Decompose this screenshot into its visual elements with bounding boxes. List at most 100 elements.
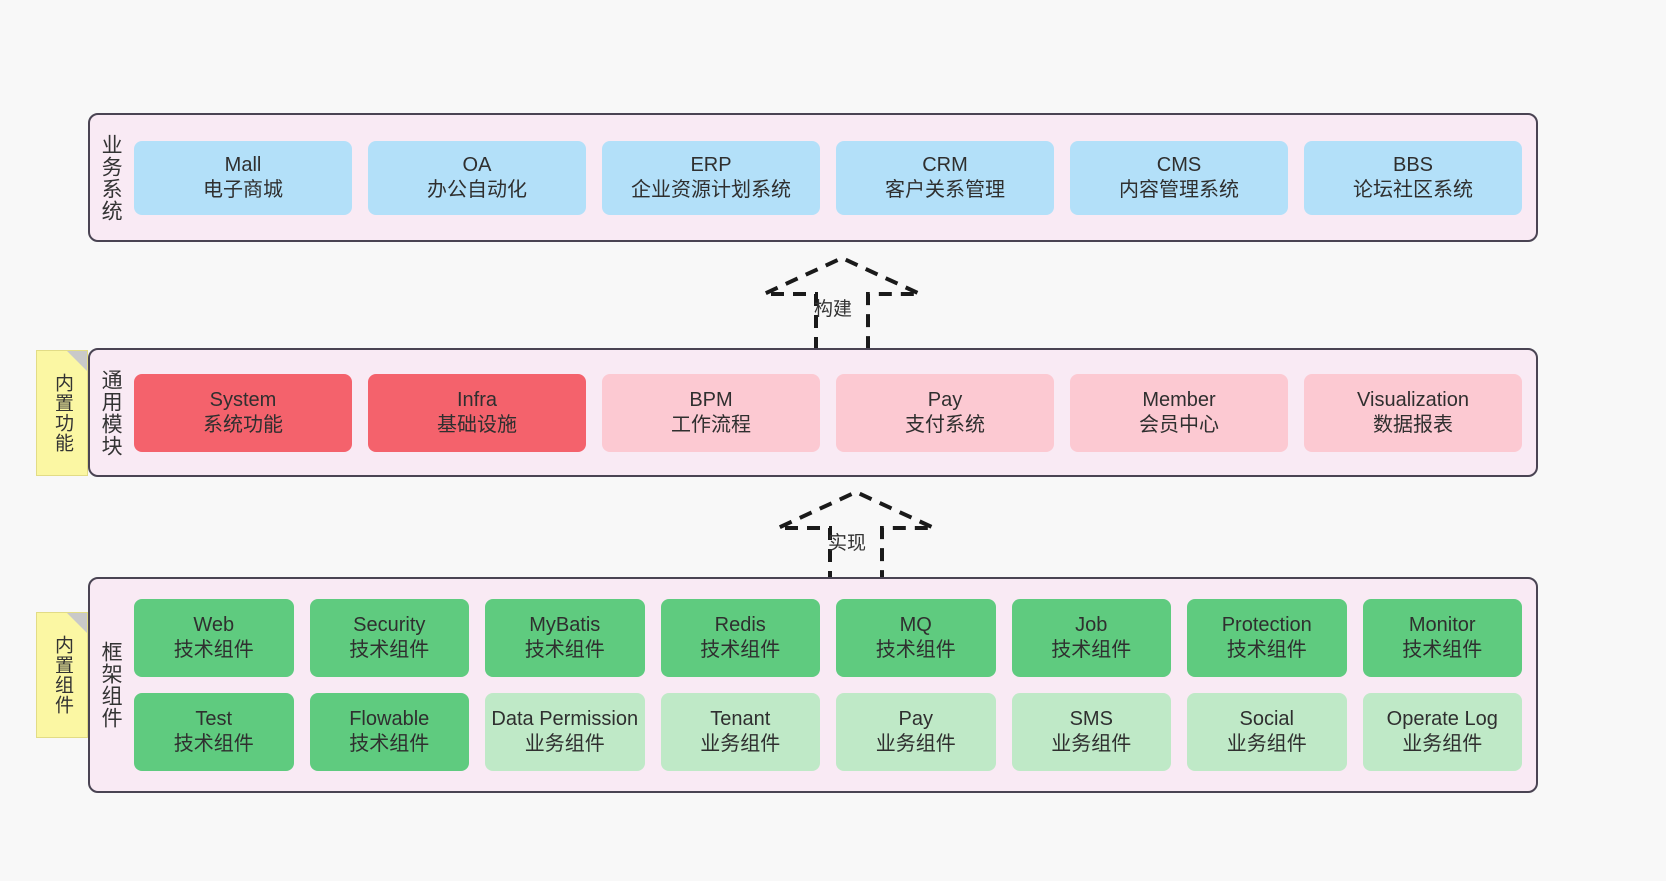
component-desc: 技术组件 (1226, 639, 1307, 661)
component-row: Web 技术组件 Security 技术组件 MyBatis 技术组件 Redi… (134, 599, 1522, 677)
component-desc: 系统功能 (203, 413, 283, 436)
component-desc: 内容管理系统 (1119, 178, 1239, 201)
relation-arrow-implement: 实现 (770, 489, 942, 584)
component-box-cms[interactable]: CMS 内容管理系统 (1070, 140, 1288, 215)
component-desc: 办公自动化 (427, 178, 527, 201)
component-row: System 系统功能 Infra 基础设施 BPM 工作流程 Pay 支付系统… (134, 373, 1522, 452)
layer-business-systems: 业务系统 Mall 电子商城 OA 办公自动化 ERP 企业资源计划系统 CRM… (88, 113, 1538, 242)
component-name: CMS (1156, 153, 1202, 176)
component-desc: 客户关系管理 (885, 178, 1005, 201)
component-box-bbs[interactable]: BBS 论坛社区系统 (1304, 140, 1522, 215)
component-box-operate-log[interactable]: Operate Log 业务组件 (1362, 693, 1522, 771)
component-box-mybatis[interactable]: MyBatis 技术组件 (485, 599, 645, 677)
component-name: Web (193, 614, 235, 636)
component-box-security[interactable]: Security 技术组件 (309, 599, 469, 677)
component-name: Visualization (1357, 388, 1469, 411)
component-box-sms[interactable]: SMS 业务组件 (1011, 693, 1171, 771)
component-name: Social (1239, 708, 1294, 730)
component-name: Pay (927, 388, 963, 411)
component-name: MyBatis (529, 614, 601, 636)
component-box-pay-business[interactable]: Pay 业务组件 (836, 693, 996, 771)
component-box-social[interactable]: Social 业务组件 (1187, 693, 1347, 771)
component-desc: 业务组件 (1051, 733, 1132, 755)
component-desc: 技术组件 (524, 639, 605, 661)
component-desc: 电子商城 (203, 178, 283, 201)
component-name: Job (1075, 614, 1108, 636)
component-desc: 业务组件 (875, 733, 956, 755)
component-desc: 业务组件 (1226, 733, 1307, 755)
component-desc: 技术组件 (173, 733, 254, 755)
component-name: Mall (224, 153, 262, 176)
component-name: Monitor (1408, 614, 1476, 636)
component-box-erp[interactable]: ERP 企业资源计划系统 (602, 140, 820, 215)
relation-label-implement: 实现 (828, 533, 867, 554)
sticky-note-label: 内置功能 (51, 373, 73, 453)
component-box-monitor[interactable]: Monitor 技术组件 (1362, 599, 1522, 677)
component-row: Mall 电子商城 OA 办公自动化 ERP 企业资源计划系统 CRM 客户关系… (134, 140, 1522, 215)
layer-label-common: 通用模块 (99, 368, 123, 457)
component-desc: 技术组件 (173, 639, 254, 661)
component-box-system[interactable]: System 系统功能 (134, 373, 352, 452)
component-box-mq[interactable]: MQ 技术组件 (836, 599, 996, 677)
component-desc: 业务组件 (700, 733, 781, 755)
component-desc: 工作流程 (671, 413, 751, 436)
component-box-job[interactable]: Job 技术组件 (1011, 599, 1171, 677)
component-desc: 企业资源计划系统 (631, 178, 791, 201)
component-name: BPM (689, 388, 733, 411)
component-box-bpm[interactable]: BPM 工作流程 (602, 373, 820, 452)
component-box-test[interactable]: Test 技术组件 (134, 693, 294, 771)
layer-body-common: System 系统功能 Infra 基础设施 BPM 工作流程 Pay 支付系统… (130, 350, 1536, 475)
component-box-infra[interactable]: Infra 基础设施 (368, 373, 586, 452)
component-name: MQ (899, 614, 932, 636)
sticky-note-builtin-function: 内置功能 (36, 350, 88, 476)
component-name: OA (462, 153, 492, 176)
sticky-note-builtin-component: 内置组件 (36, 612, 88, 738)
component-name: Data Permission (491, 708, 639, 730)
component-desc: 技术组件 (349, 639, 430, 661)
component-box-data-permission[interactable]: Data Permission 业务组件 (485, 693, 645, 771)
component-name: Infra (456, 388, 498, 411)
component-box-web[interactable]: Web 技术组件 (134, 599, 294, 677)
component-name: Redis (714, 614, 766, 636)
relation-label-build: 构建 (814, 299, 853, 320)
component-row: Test 技术组件 Flowable 技术组件 Data Permission … (134, 693, 1522, 771)
component-box-visualization[interactable]: Visualization 数据报表 (1304, 373, 1522, 452)
component-name: Operate Log (1386, 708, 1498, 730)
component-name: Tenant (710, 708, 771, 730)
layer-label-business: 业务系统 (99, 133, 123, 222)
component-name: CRM (922, 153, 968, 176)
component-box-member[interactable]: Member 会员中心 (1070, 373, 1288, 452)
component-name: Pay (898, 708, 933, 730)
component-box-protection[interactable]: Protection 技术组件 (1187, 599, 1347, 677)
component-desc: 技术组件 (700, 639, 781, 661)
component-box-flowable[interactable]: Flowable 技术组件 (309, 693, 469, 771)
component-desc: 技术组件 (349, 733, 430, 755)
component-desc: 技术组件 (875, 639, 956, 661)
component-name: Security (353, 614, 426, 636)
component-name: Member (1142, 388, 1216, 411)
component-name: BBS (1392, 153, 1434, 176)
component-box-crm[interactable]: CRM 客户关系管理 (836, 140, 1054, 215)
component-name: Protection (1221, 614, 1312, 636)
component-desc: 数据报表 (1373, 413, 1453, 436)
component-desc: 会员中心 (1139, 413, 1219, 436)
component-box-tenant[interactable]: Tenant 业务组件 (660, 693, 820, 771)
relation-arrow-build: 构建 (756, 255, 928, 350)
component-desc: 业务组件 (1402, 733, 1483, 755)
component-box-oa[interactable]: OA 办公自动化 (368, 140, 586, 215)
component-name: ERP (690, 153, 732, 176)
layer-body-framework: Web 技术组件 Security 技术组件 MyBatis 技术组件 Redi… (130, 579, 1536, 791)
component-desc: 技术组件 (1402, 639, 1483, 661)
component-desc: 业务组件 (524, 733, 605, 755)
sticky-note-label: 内置组件 (51, 635, 73, 715)
component-box-mall[interactable]: Mall 电子商城 (134, 140, 352, 215)
component-desc: 技术组件 (1051, 639, 1132, 661)
component-name: System (209, 388, 277, 411)
layer-framework-components: 框架组件 Web 技术组件 Security 技术组件 MyBatis 技术组件… (88, 577, 1538, 793)
layer-label-framework: 框架组件 (99, 641, 123, 729)
component-box-pay[interactable]: Pay 支付系统 (836, 373, 1054, 452)
component-name: Test (195, 708, 233, 730)
component-name: Flowable (349, 708, 430, 730)
component-box-redis[interactable]: Redis 技术组件 (660, 599, 820, 677)
